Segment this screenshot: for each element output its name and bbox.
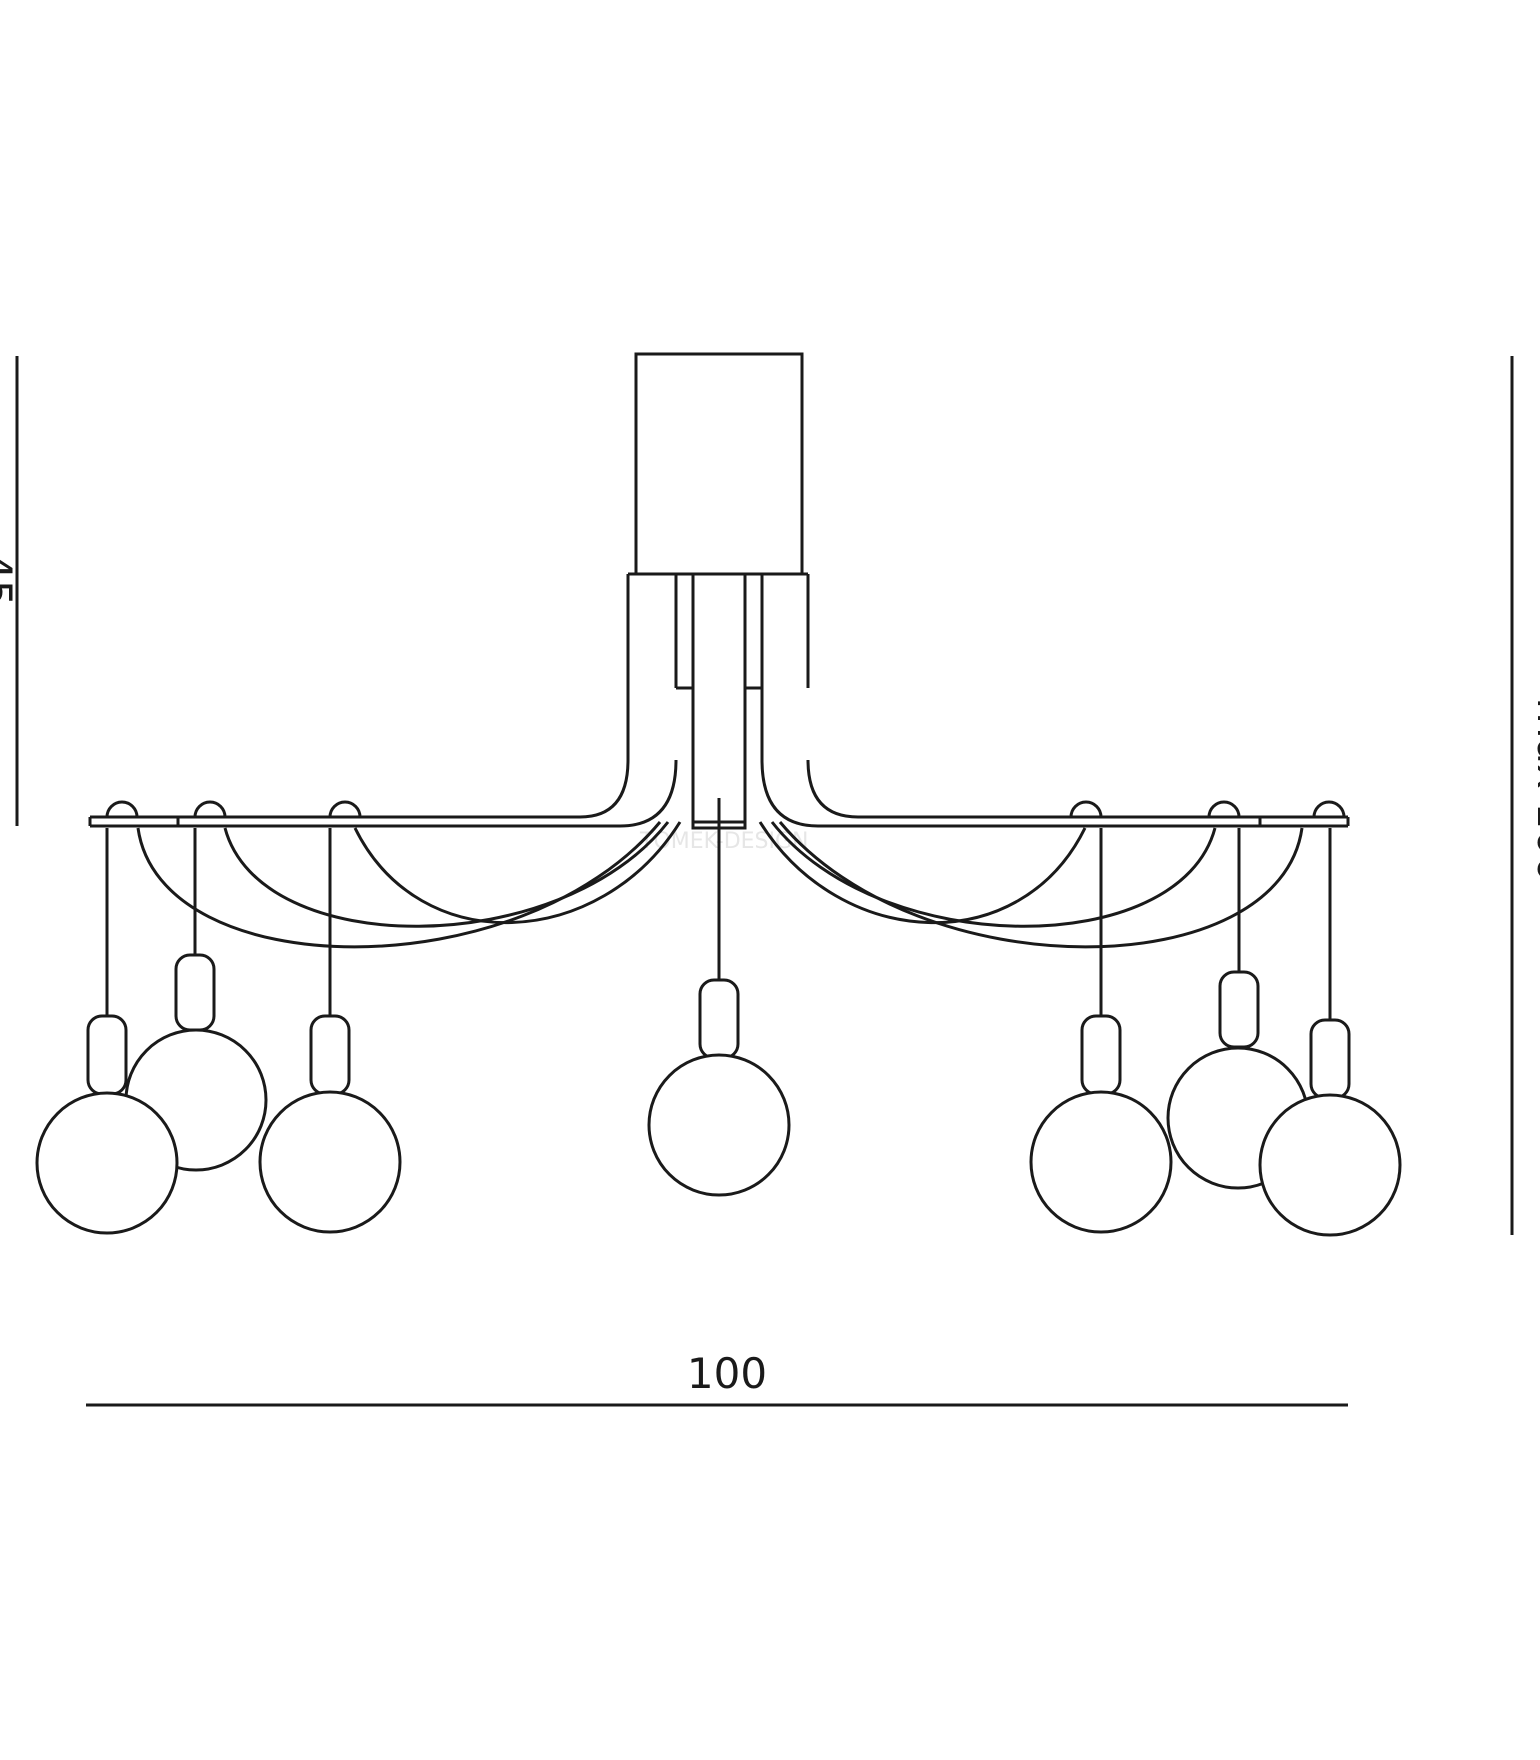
max-height-dimension-label: max 100 (1528, 697, 1540, 882)
bulb (35, 1014, 179, 1235)
central-stems (626, 572, 810, 824)
width-dimension-label: 100 (687, 1349, 767, 1398)
ceiling-canopy (634, 352, 804, 576)
bulb (258, 1014, 402, 1234)
bulb (1029, 1014, 1173, 1234)
arm-bar (88, 759, 1350, 830)
bulb (647, 978, 791, 1197)
pendant-cords (105, 798, 1332, 1020)
watermark: TOMEK-DESIGN (639, 829, 809, 854)
hanger-bumps (105, 800, 1346, 818)
partial-height-dimension-label: 45 (0, 553, 21, 606)
curved-arms (136, 821, 1304, 949)
bulb (1258, 1018, 1402, 1237)
